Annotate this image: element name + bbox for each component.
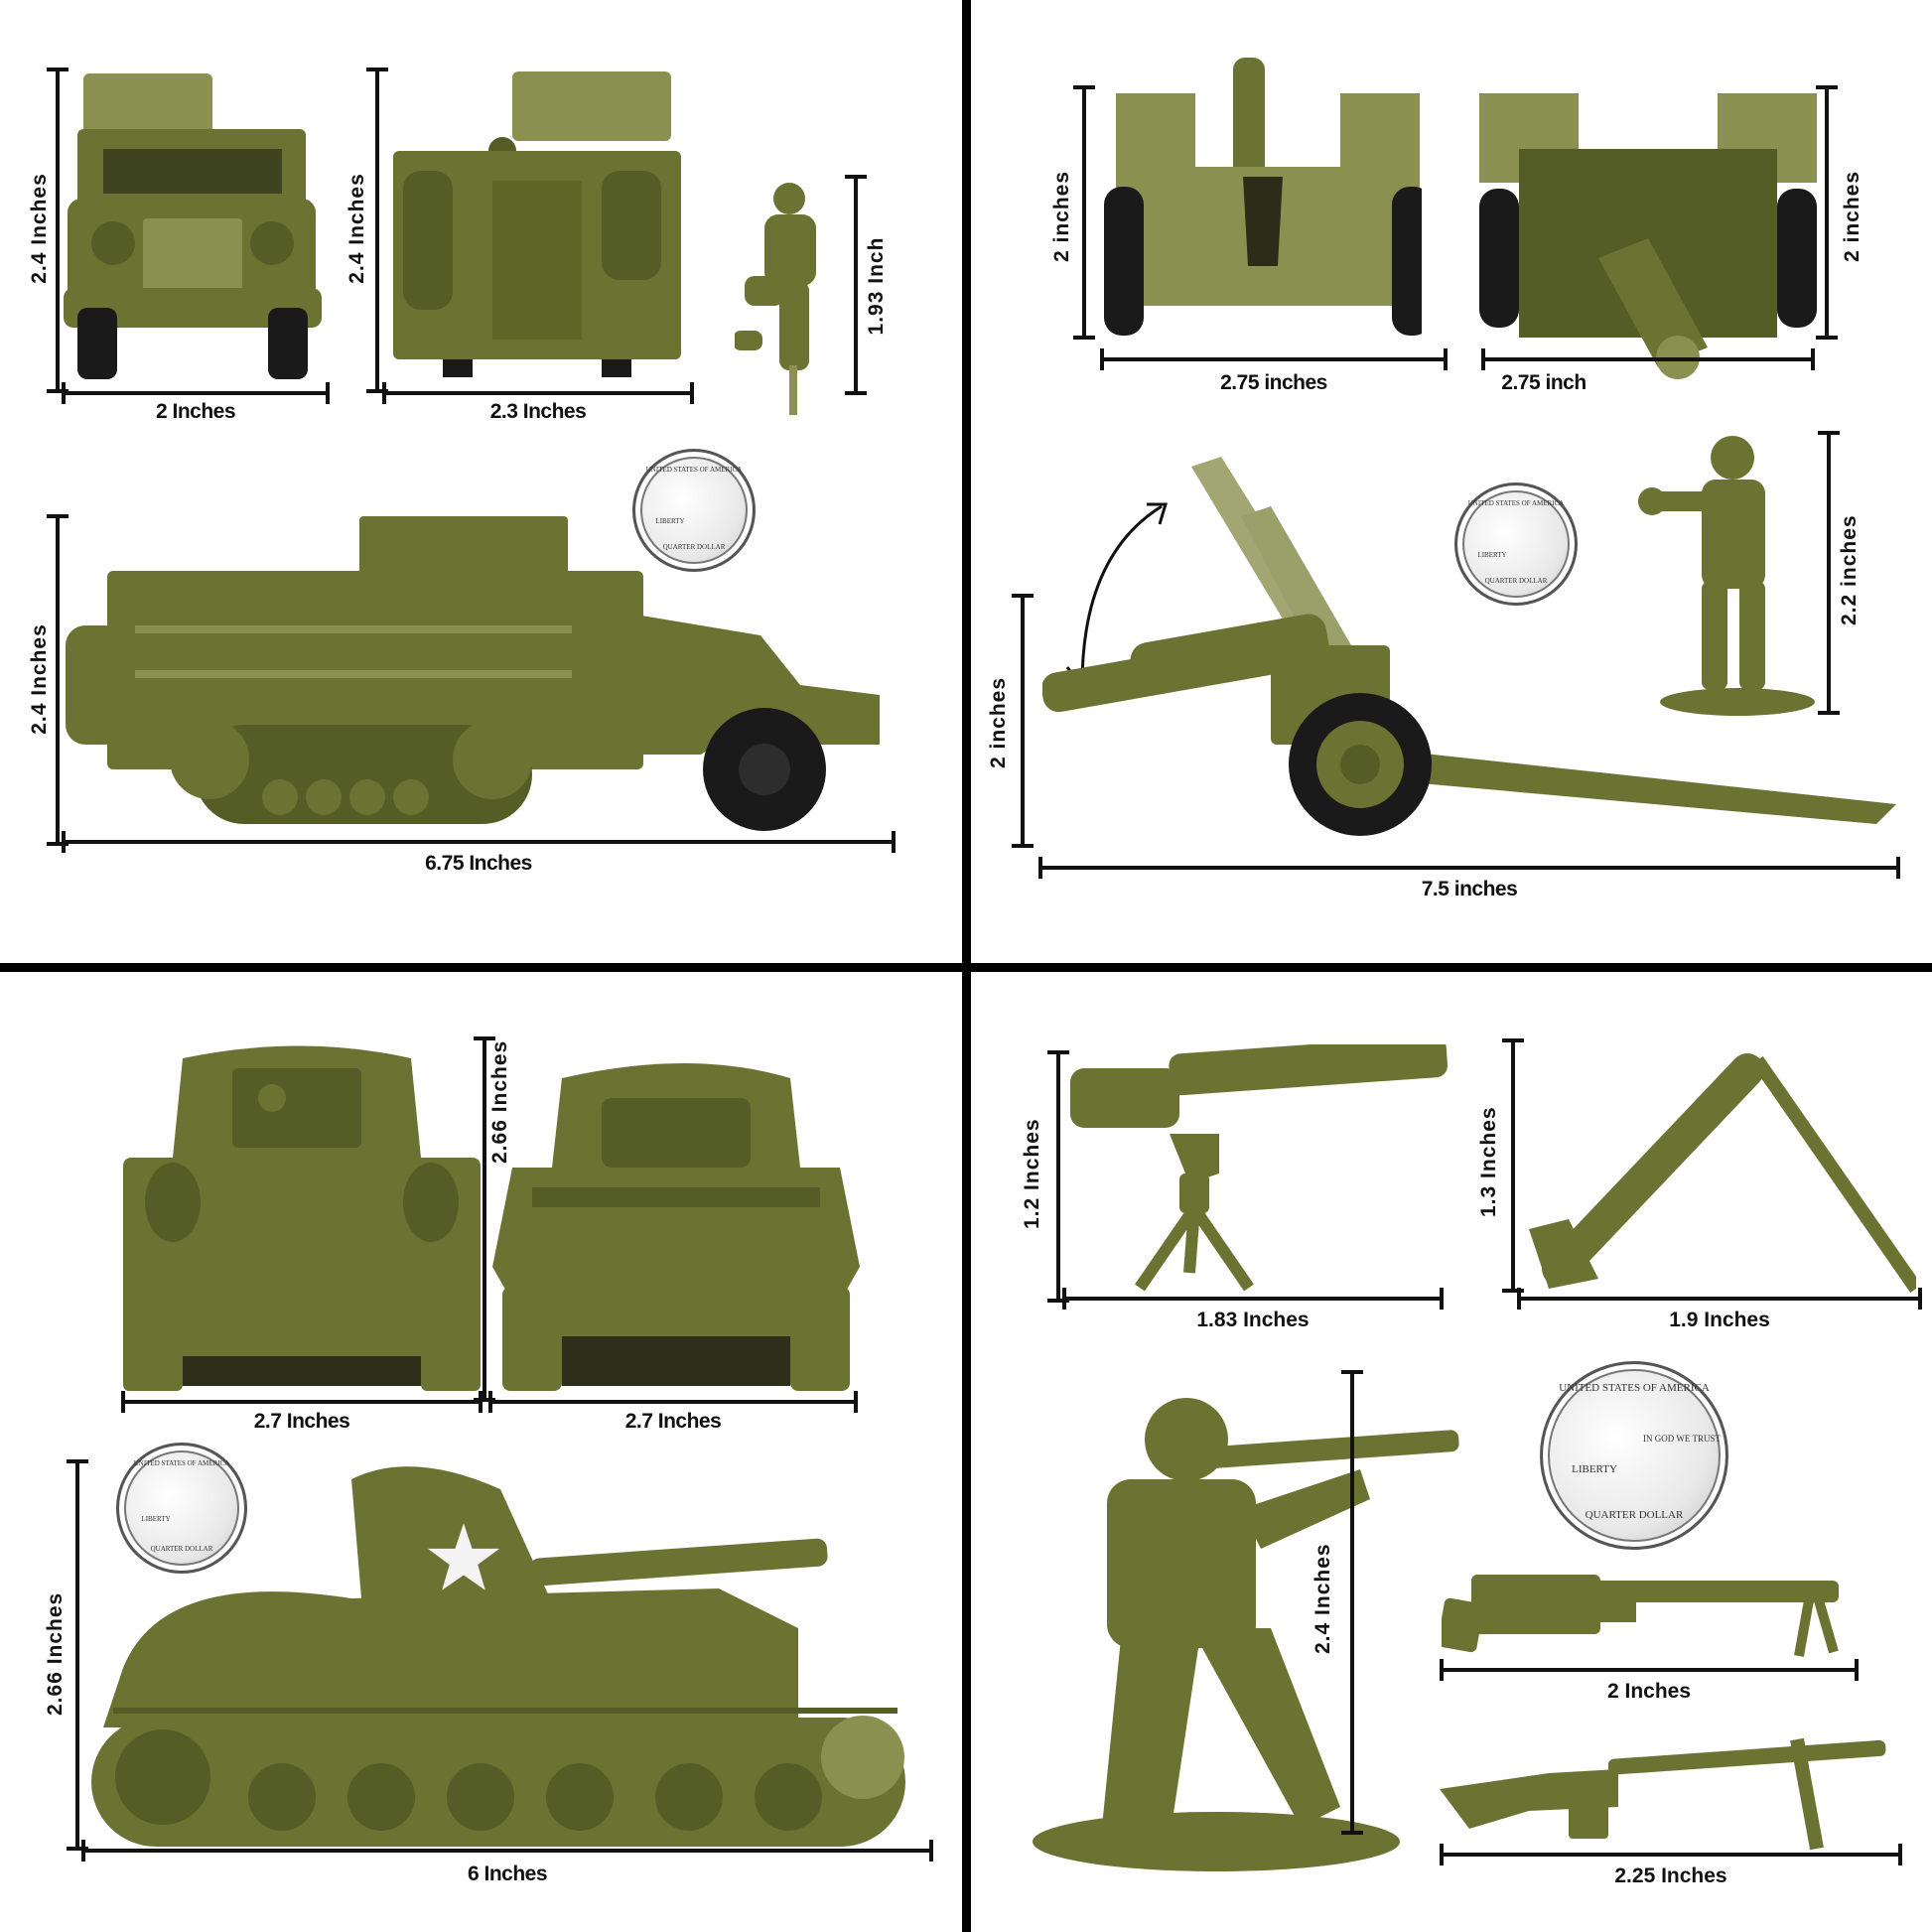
bar-rifle-width-line xyxy=(1440,1844,1902,1865)
tank-front-view-image xyxy=(123,1045,481,1391)
bazooka-width-line xyxy=(1062,1288,1444,1310)
howitzer-side-length-line xyxy=(1038,857,1900,879)
howitzer-rear-width-line xyxy=(1481,348,1815,370)
halftrack-front-height-line xyxy=(47,68,69,393)
mortar-width-label: 1.9 Inches xyxy=(1669,1309,1770,1331)
tank-side-length-line xyxy=(81,1840,933,1862)
howitzer-front-width-label: 2.75 inches xyxy=(1220,371,1327,394)
halftrack-rear-view-image xyxy=(393,71,681,377)
tank-front-width-label: 2.7 Inches xyxy=(253,1410,350,1433)
halftrack-side-length-line xyxy=(62,831,896,853)
rifleman-height-label: 2.4 Inches xyxy=(1311,1543,1334,1654)
halftrack-front-height-label: 2.4 Inches xyxy=(28,173,51,284)
halftrack-side-height-label: 2.4 Inches xyxy=(28,623,51,735)
halftrack-side-height-line xyxy=(47,514,69,846)
howitzer-front-view-image xyxy=(1104,58,1422,336)
tank-rear-width-label: 2.7 Inches xyxy=(624,1410,722,1433)
halftrack-rear-height-label: 2.4 Inches xyxy=(345,173,368,284)
tank-front-width-line xyxy=(121,1391,483,1413)
halftrack-driver-height-label: 1.93 Inch xyxy=(865,236,888,336)
tank-side-view-image xyxy=(91,1466,905,1847)
bar-rifle-width-label: 2.25 Inches xyxy=(1614,1864,1727,1887)
howitzer-gunner-figure-image xyxy=(1638,436,1815,716)
tank-side-length-label: 6 Inches xyxy=(467,1863,548,1885)
mortar-image xyxy=(1529,1053,1916,1293)
machine-gun-width-line xyxy=(1440,1659,1859,1681)
howitzer-side-view-image xyxy=(1042,457,1896,836)
halftrack-side-length-label: 6.75 Inches xyxy=(425,852,532,875)
howitzer-gunner-height-line xyxy=(1818,431,1840,715)
bazooka-height-line xyxy=(1047,1050,1069,1303)
halftrack-driver-figure-image xyxy=(735,183,816,415)
machine-gun-width-label: 2 Inches xyxy=(1606,1680,1692,1703)
bar-rifle-image xyxy=(1440,1737,1886,1851)
halftrack-front-width-label: 2 Inches xyxy=(155,400,236,423)
mortar-height-label: 1.3 Inches xyxy=(1477,1106,1500,1217)
quarter-coin-reference: UNITED STATES OF AMERICA LIBERTY QUARTER… xyxy=(116,1443,247,1574)
machine-gun-image xyxy=(1442,1575,1839,1657)
halftrack-front-width-line xyxy=(62,382,330,404)
howitzer-rear-height-line xyxy=(1816,85,1838,340)
halftrack-rear-height-line xyxy=(366,68,388,393)
tank-rear-view-image xyxy=(492,1063,860,1391)
howitzer-rear-view-image xyxy=(1479,93,1817,379)
halftrack-rear-width-label: 2.3 Inches xyxy=(489,400,587,423)
quarter-coin-reference: UNITED STATES OF AMERICA LIBERTY IN GOD … xyxy=(1540,1361,1728,1550)
horizontal-divider xyxy=(0,963,1932,972)
quarter-coin-reference: UNITED STATES OF AMERICA LIBERTY QUARTER… xyxy=(1454,483,1578,606)
tank-side-height-line xyxy=(67,1459,88,1851)
howitzer-front-width-line xyxy=(1100,348,1448,370)
howitzer-side-height-label: 2 inches xyxy=(987,676,1010,769)
tank-side-height-label: 2.66 Inches xyxy=(44,1591,67,1716)
howitzer-rear-height-label: 2 inches xyxy=(1841,170,1863,263)
howitzer-front-height-line xyxy=(1073,85,1095,340)
howitzer-rear-width-label: 2.75 inch xyxy=(1501,371,1587,394)
rifleman-height-line xyxy=(1341,1370,1363,1835)
howitzer-side-height-line xyxy=(1012,594,1034,848)
halftrack-rear-width-line xyxy=(382,382,694,404)
bazooka-height-label: 1.2 Inches xyxy=(1021,1118,1043,1229)
rifleman-figure-image xyxy=(1033,1398,1459,1871)
tank-rear-height-line xyxy=(474,1036,495,1402)
mortar-width-line xyxy=(1517,1288,1922,1310)
quarter-coin-reference: UNITED STATES OF AMERICA LIBERTY QUARTER… xyxy=(632,449,756,572)
mortar-height-line xyxy=(1502,1038,1524,1293)
howitzer-front-height-label: 2 inches xyxy=(1050,170,1073,263)
bazooka-image xyxy=(1070,1044,1448,1292)
howitzer-side-length-label: 7.5 inches xyxy=(1421,878,1518,900)
tank-rear-width-line xyxy=(488,1391,858,1413)
halftrack-driver-height-line xyxy=(845,175,867,395)
halftrack-side-view-image xyxy=(66,516,880,831)
halftrack-front-view-image xyxy=(64,73,322,379)
bazooka-width-label: 1.83 Inches xyxy=(1196,1309,1310,1331)
howitzer-gunner-height-label: 2.2 inches xyxy=(1838,514,1861,625)
